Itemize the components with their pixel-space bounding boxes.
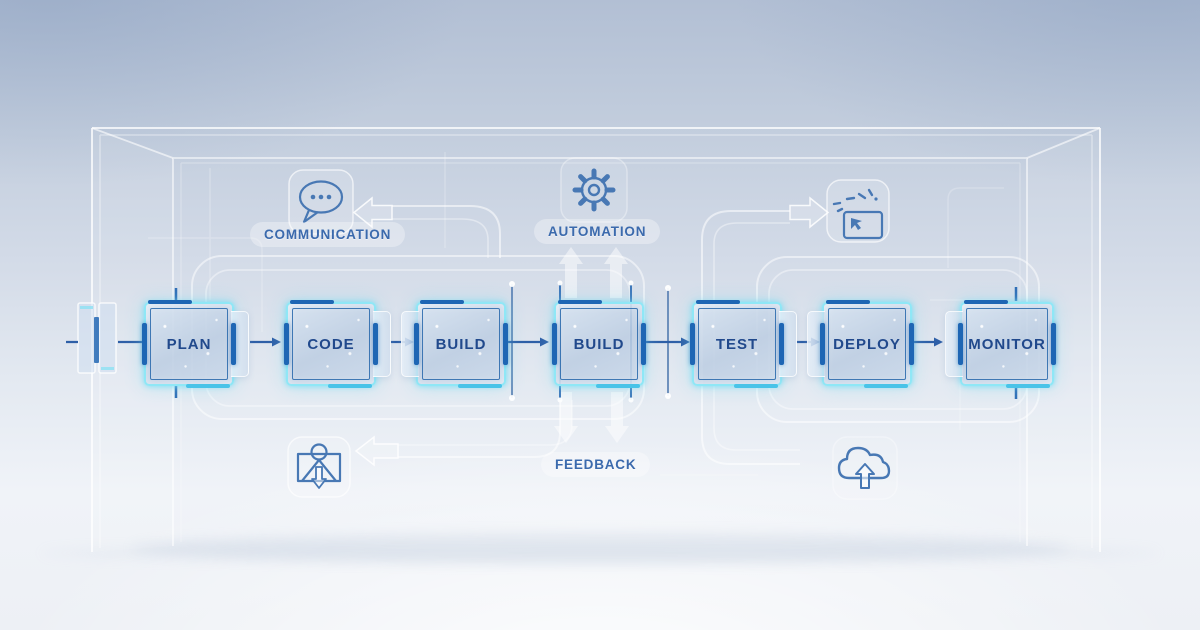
communication-label: COMMUNICATION: [250, 222, 406, 247]
communication-path: [352, 196, 501, 258]
stage-left-accent: [142, 323, 147, 365]
stage-label: PLAN: [166, 335, 212, 353]
stage-label: BUILD: [573, 335, 625, 353]
stage-right-accent: [779, 323, 784, 365]
stage-bottom-accent: [458, 384, 502, 388]
floor-shadow: [40, 532, 1160, 564]
stage-bottom-accent: [1006, 384, 1050, 388]
stage-label: DEPLOY: [833, 335, 901, 353]
stage-top-accent: [290, 300, 334, 304]
stage-build-2: BUILD: [552, 300, 646, 388]
stage-left-accent: [284, 323, 289, 365]
stage-left-accent: [690, 323, 695, 365]
stage-top-accent: [420, 300, 464, 304]
stage-left-accent: [552, 323, 557, 365]
stage-bottom-accent: [328, 384, 372, 388]
feedback-label: FEEDBACK: [541, 452, 651, 477]
input-slab: [77, 302, 117, 374]
stage-right-accent: [1051, 323, 1056, 365]
stage-build-1: BUILD: [401, 300, 508, 388]
stage-right-accent: [909, 323, 914, 365]
stage-top-accent: [558, 300, 602, 304]
stage-top-accent: [148, 300, 192, 304]
stage-right-accent: [231, 323, 236, 365]
stage-bottom-accent: [186, 384, 230, 388]
cloud-upload-icon: [837, 446, 891, 489]
stage-right-accent: [641, 323, 646, 365]
window-sparks-icon: [832, 188, 884, 240]
stage-label: BUILD: [435, 335, 487, 353]
stage-top-accent: [696, 300, 740, 304]
stage-right-accent: [503, 323, 508, 365]
feedback-path: [354, 400, 573, 467]
stage-left-accent: [820, 323, 825, 365]
stage-label: CODE: [307, 335, 355, 353]
stage-plan: PLAN: [142, 300, 249, 388]
stage-top-accent: [826, 300, 870, 304]
release-arrow: [789, 196, 830, 229]
stage-monitor: MONITOR: [945, 300, 1056, 388]
stage-left-accent: [958, 323, 963, 365]
automation-feedback-soft-arrows: [554, 247, 629, 443]
communication-arrow: [352, 196, 393, 229]
user-screen-icon: [296, 443, 342, 489]
stage-label: TEST: [715, 335, 759, 353]
stage-test: TEST: [690, 300, 797, 388]
stage-deploy: DEPLOY: [807, 300, 914, 388]
stage-bottom-accent: [596, 384, 640, 388]
gear-icon: [572, 168, 616, 212]
feedback-arrow: [354, 435, 399, 467]
stage-top-accent: [964, 300, 1008, 304]
automation-label: AUTOMATION: [534, 219, 661, 244]
chat-bubble-icon: [298, 180, 344, 224]
stage-right-accent: [373, 323, 378, 365]
stage-code: CODE: [284, 300, 391, 388]
stage-label: MONITOR: [968, 335, 1046, 353]
stage-bottom-accent: [864, 384, 908, 388]
stage-left-accent: [414, 323, 419, 365]
stage-bottom-accent: [734, 384, 778, 388]
icon-panels: [287, 157, 898, 500]
